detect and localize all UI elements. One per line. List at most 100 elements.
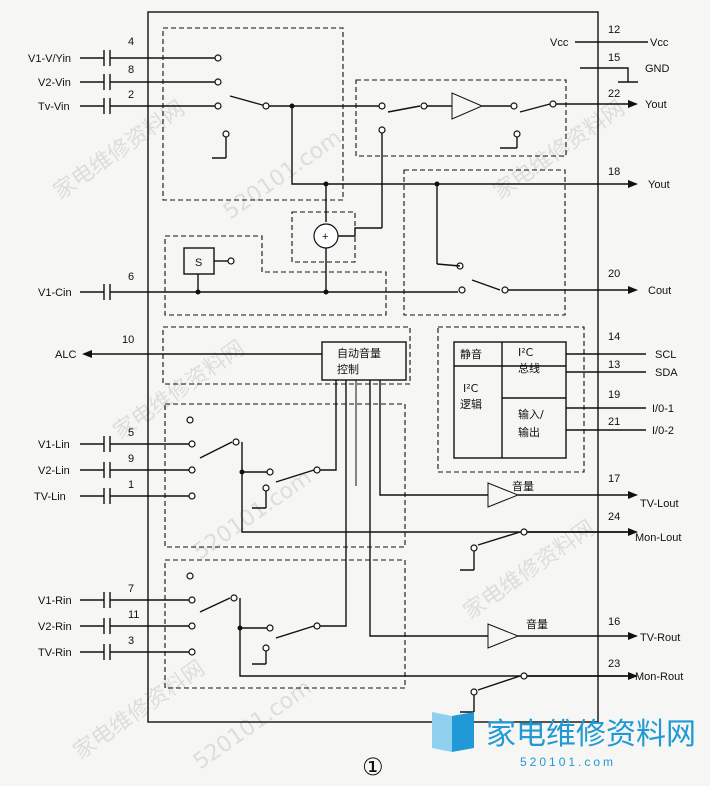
svg-text:总线: 总线 [518,361,540,375]
svg-text:12: 12 [608,24,620,36]
svg-text:19: 19 [608,389,620,401]
svg-text:Yout: Yout [645,99,667,111]
svg-text:SCL: SCL [655,349,676,361]
svg-text:1: 1 [128,479,134,491]
control-section: 静音 I²C 总线 I²C 逻辑 输入/ 输出 [453,341,646,459]
watermark-text-2: 520101.com [219,125,346,225]
figure-number: ① [362,753,384,781]
svg-text:Mon-Rout: Mon-Rout [635,671,683,683]
video-buffer-amp-icon [451,92,484,120]
watermark-text-1: 家电维修资料网 [49,96,190,205]
svg-text:22: 22 [608,88,620,100]
svg-text:自动音量: 自动音量 [337,346,381,360]
svg-text:TV-Lout: TV-Lout [640,498,679,510]
volume-amp-right-icon [487,623,520,649]
svg-text:I/0-2: I/0-2 [652,425,674,437]
svg-text:逻辑: 逻辑 [460,397,482,411]
svg-text:17: 17 [608,473,620,485]
svg-text:10: 10 [122,334,134,346]
svg-text:I²C: I²C [518,346,534,359]
svg-text:13: 13 [608,359,620,371]
svg-text:V1-Rin: V1-Rin [38,595,72,607]
video-selector-switch [212,95,380,159]
site-logo: 家电维修资料网 520101.com [432,712,696,769]
svg-text:8: 8 [128,64,134,76]
svg-text:Cout: Cout [648,285,671,297]
pin-v1-vyin: V1-V/Yin 4 [28,36,222,66]
svg-text:2: 2 [128,89,134,101]
chroma-switch [436,184,638,294]
svg-text:输出: 输出 [518,425,540,439]
right-pins: Vcc Vcc 12 15 GND 22 Yout 18 Yout 20 Cou… [550,24,683,683]
svg-text:I/0-1: I/0-1 [652,403,674,415]
svg-text:14: 14 [608,331,620,343]
svg-text:I²C: I²C [463,382,479,395]
svg-text:5: 5 [128,427,134,439]
right-audio-section: V1-Rin 7 V2-Rin 11 TV-Rin 3 音量 [38,380,638,713]
pin-v2-vin: V2-Vin 8 [38,64,222,90]
svg-text:4: 4 [128,36,134,48]
svg-text:音量: 音量 [512,479,534,493]
svg-text:18: 18 [608,166,620,178]
ic-outline [147,11,599,723]
svg-text:3: 3 [128,635,134,647]
pin-v1-cin: V1-Cin 6 S [38,247,458,300]
svg-text:7: 7 [128,583,134,595]
svg-text:520101.com: 520101.com [520,755,616,769]
watermark-layer: 家电维修资料网 520101.com 家电维修资料网 家电维修资料网 52010… [49,96,630,775]
svg-text:TV-Rout: TV-Rout [640,632,680,644]
svg-text:家电维修资料网: 家电维修资料网 [486,717,696,752]
svg-text:ALC: ALC [55,349,76,361]
svg-text:+: + [322,231,328,243]
svg-text:SDA: SDA [655,367,678,379]
svg-text:6: 6 [128,271,134,283]
svg-text:Yout: Yout [648,179,670,191]
video-select-block [162,27,344,201]
svg-text:Tv-Vin: Tv-Vin [38,101,70,113]
svg-text:24: 24 [608,511,620,523]
svg-text:V2-Lin: V2-Lin [38,465,70,477]
chroma-input-block [164,235,387,316]
svg-text:23: 23 [608,658,620,670]
svg-text:9: 9 [128,453,134,465]
svg-text:Vcc: Vcc [550,37,569,49]
pin-tv-vin: Tv-Vin 2 [38,89,222,114]
svg-text:V2-Vin: V2-Vin [38,77,71,89]
watermark-text-7: 家电维修资料网 [69,656,210,765]
svg-text:S: S [195,257,202,269]
alc-block [162,326,411,385]
volume-amp-left-icon [487,482,520,508]
watermark-text-3: 家电维修资料网 [489,96,630,205]
alc-box [321,341,407,381]
summer-block [291,211,356,263]
alc-section: ALC 10 自动音量 控制 [55,334,407,381]
svg-text:V1-Cin: V1-Cin [38,287,72,299]
svg-text:11: 11 [128,609,139,621]
svg-text:15: 15 [608,52,620,64]
chroma-switch-block [403,169,566,316]
svg-text:V1-V/Yin: V1-V/Yin [28,53,71,65]
svg-text:音量: 音量 [526,617,548,631]
svg-text:静音: 静音 [460,347,482,361]
book-icon [432,712,452,752]
watermark-text-8: 520101.com [189,675,316,775]
svg-text:Vcc: Vcc [650,37,669,49]
svg-text:TV-Lin: TV-Lin [34,491,66,503]
svg-text:V2-Rin: V2-Rin [38,621,72,633]
yout-18-path: + [291,106,638,292]
right-audio-block [164,559,406,689]
svg-text:Mon-Lout: Mon-Lout [635,532,681,544]
control-block [437,326,585,473]
left-audio-block [164,403,406,548]
watermark-text-5: 520101.com [189,465,316,565]
yout-path [378,92,638,228]
svg-text:21: 21 [608,416,620,428]
left-audio-section: V1-Lin 5 V2-Lin 9 TV-Lin 1 音量 [34,380,638,571]
svg-text:20: 20 [608,268,620,280]
svg-text:TV-Rin: TV-Rin [38,647,72,659]
yout-buffer-block [355,79,567,157]
svg-text:GND: GND [645,63,670,75]
svg-text:输入/: 输入/ [518,407,544,421]
